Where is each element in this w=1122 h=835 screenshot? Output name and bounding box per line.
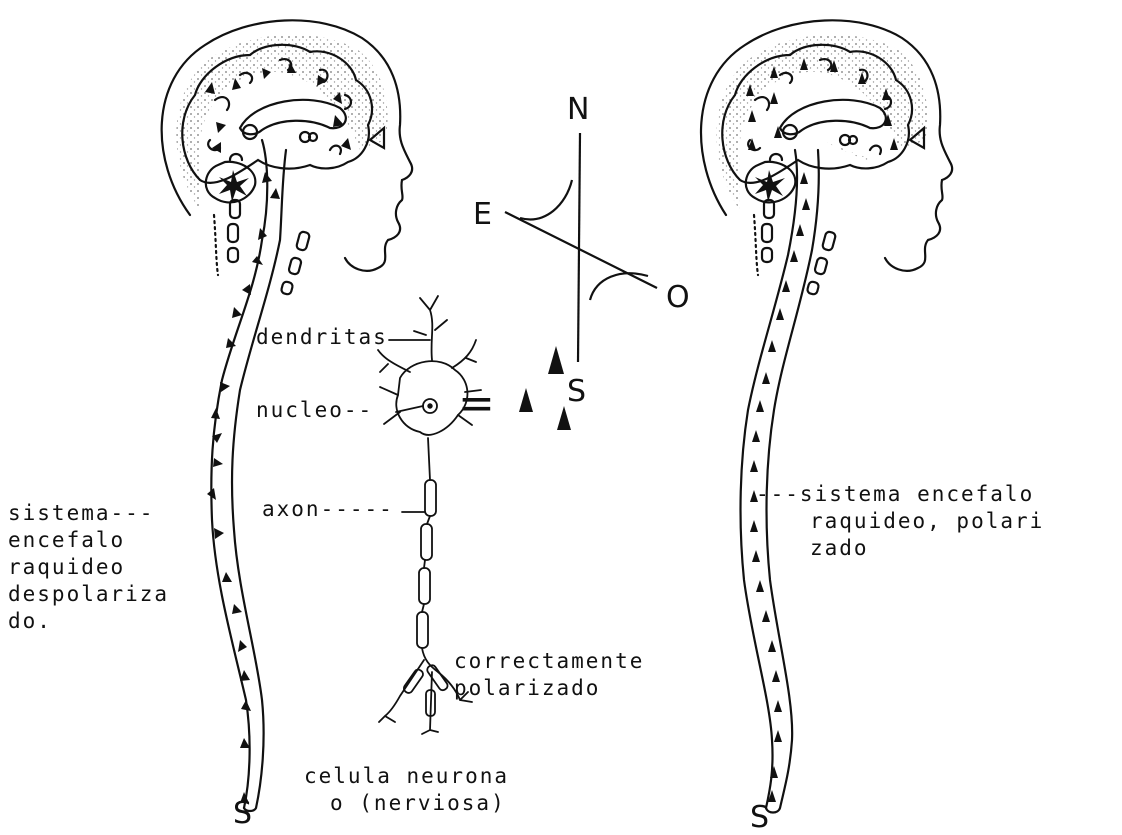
- polarity-mark: [782, 280, 790, 292]
- neuron-caption: celula neurona o (nerviosa): [304, 763, 509, 817]
- polarity-mark: [790, 250, 798, 262]
- polarity-mark: [802, 198, 810, 210]
- compass-rose: [505, 133, 657, 362]
- myelin-segment: [421, 524, 432, 560]
- polarity-mark: [772, 670, 780, 682]
- right-head-figure: [701, 20, 952, 812]
- polarized-label: correctamente polarizado: [454, 648, 644, 702]
- nucleus-label: nucleo--: [256, 397, 373, 424]
- compass-west-label: O: [666, 280, 690, 315]
- right-system-label-line-3: zado: [756, 535, 1044, 562]
- left-system-label: sistema--- encefalo raquideo despolariza…: [8, 500, 169, 635]
- axon-label: axon-----: [262, 496, 394, 523]
- polarity-mark: [776, 308, 784, 320]
- compass-east-label: E: [473, 197, 492, 232]
- left-polarity-marks: [205, 62, 351, 803]
- myelin-segment: [419, 568, 430, 604]
- left-system-label-line-2: encefalo: [8, 527, 169, 554]
- left-system-label-line-4: despolariza: [8, 581, 169, 608]
- polarity-mark: [796, 224, 804, 236]
- polarity-mark: [270, 188, 280, 199]
- polarity-mark: [762, 372, 770, 384]
- polarized-label-line-1: correctamente: [454, 648, 644, 675]
- right-system-label-line-2: raquideo, polari: [756, 508, 1044, 535]
- polarity-mark: [216, 122, 226, 133]
- neuron-axon: [428, 438, 430, 480]
- polarized-triangles-icon: [519, 346, 571, 430]
- left-system-label-line-5: do.: [8, 608, 169, 635]
- polarity-mark: [748, 110, 756, 122]
- left-system-label-line-3: raquideo: [8, 554, 169, 581]
- polarity-mark: [238, 640, 247, 652]
- polarity-mark: [240, 670, 250, 681]
- polarity-mark: [768, 340, 776, 352]
- myelin-segment: [425, 480, 436, 516]
- polarity-mark: [211, 408, 220, 419]
- polarity-mark: [768, 640, 776, 652]
- polarity-mark: [333, 115, 344, 127]
- dendrites-label: dendritas: [256, 324, 388, 351]
- neuron-caption-line-2: o (nerviosa): [304, 790, 509, 817]
- polarity-mark: [232, 307, 242, 318]
- equals-sign: =: [458, 382, 495, 426]
- polarity-mark: [213, 458, 223, 467]
- polarity-mark: [800, 172, 808, 184]
- right-system-label: ---sistema encefalo raquideo, polari zad…: [756, 481, 1044, 562]
- neuron-caption-line-1: celula neurona: [304, 763, 509, 790]
- right-polarity-marks: [746, 58, 898, 802]
- polarity-mark: [774, 700, 782, 712]
- compass-north-label: N: [567, 92, 589, 127]
- left-south-letter: S: [233, 796, 252, 831]
- right-star-icon: [755, 170, 785, 202]
- compass-eo-line: [505, 212, 657, 288]
- polarity-mark: [752, 430, 760, 442]
- polarity-mark: [756, 400, 764, 412]
- polarity-mark: [222, 572, 232, 582]
- polarity-mark: [750, 460, 758, 472]
- left-system-label-line-1: sistema---: [8, 500, 169, 527]
- polarity-mark: [212, 142, 221, 153]
- polarity-mark: [341, 138, 351, 150]
- neuron-soma: [396, 361, 467, 435]
- polarity-mark: [214, 528, 224, 539]
- left-spinal-cord: [211, 140, 267, 808]
- polarized-label-line-2: polarizado: [454, 675, 644, 702]
- polarity-mark: [232, 604, 242, 614]
- polarity-mark: [242, 284, 251, 295]
- compass-south-label: S: [567, 374, 586, 409]
- myelin-segment: [417, 612, 428, 648]
- polarity-mark: [774, 730, 782, 742]
- polarity-mark: [241, 700, 251, 711]
- polarity-mark: [220, 382, 230, 392]
- right-south-letter: S: [750, 800, 769, 835]
- polarity-mark: [762, 610, 770, 622]
- polarity-mark: [756, 580, 764, 592]
- right-system-label-line-1: ---sistema encefalo: [756, 481, 1044, 508]
- polarity-mark: [770, 92, 778, 104]
